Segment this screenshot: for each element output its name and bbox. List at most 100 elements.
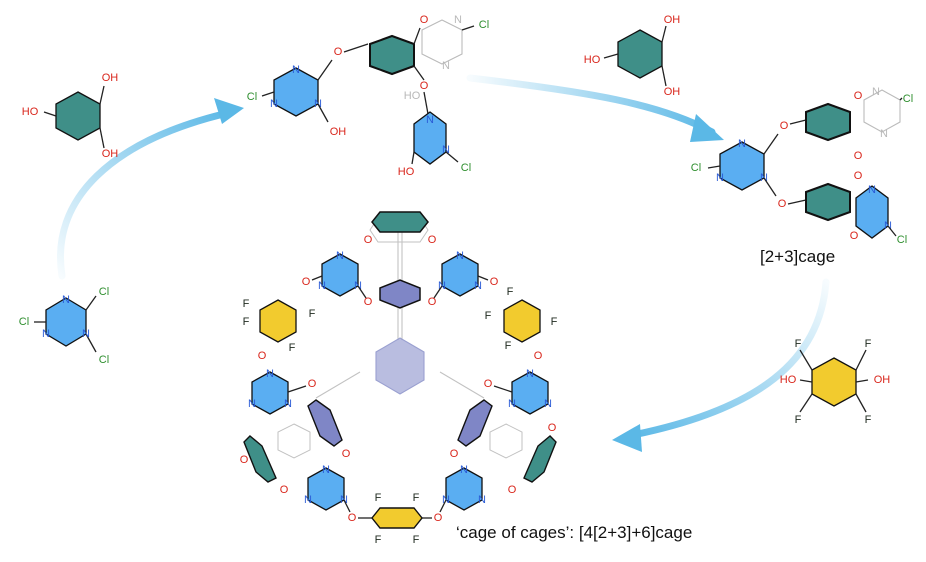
o-label: O	[240, 454, 249, 466]
cl-label: Cl	[479, 19, 489, 31]
f-label: F	[485, 310, 492, 322]
n-label: N	[270, 98, 278, 110]
arrow-bottom-curve	[612, 278, 830, 452]
f-label: F	[865, 338, 872, 350]
o-label: O	[334, 46, 343, 58]
cage-of-cages-molecule: O O N N N O O N N N O O F F F F O F F F …	[240, 211, 558, 546]
n-label: N	[760, 172, 768, 184]
cage-label: [2+3]cage	[760, 247, 835, 266]
tetrafluorohydroquinone-molecule: HO OH F F F F	[780, 338, 891, 426]
n-label: N	[442, 494, 450, 506]
phloroglucinol-molecule-right: OH HO OH	[584, 14, 681, 98]
n-label: N	[442, 60, 450, 72]
n-label: N	[438, 280, 446, 292]
o-label: O	[348, 512, 357, 524]
o-label: O	[420, 80, 429, 92]
ho-label: HO	[404, 90, 421, 102]
n-label: N	[426, 114, 434, 126]
o-label: O	[548, 422, 557, 434]
f-label: F	[795, 414, 802, 426]
oh-label: OH	[102, 148, 119, 160]
n-label: N	[314, 98, 322, 110]
o-label: O	[780, 120, 789, 132]
n-label: N	[474, 280, 482, 292]
cl-label: Cl	[903, 93, 913, 105]
cl-label: Cl	[99, 286, 109, 298]
o-label: O	[854, 90, 863, 102]
oh-label: OH	[874, 374, 891, 386]
o-label: O	[364, 234, 373, 246]
n-label: N	[354, 280, 362, 292]
cage-of-cages-label: ‘cage of cages’: [4[2+3]+6]cage	[456, 523, 692, 542]
n-label: N	[884, 220, 892, 232]
o-label: O	[434, 512, 443, 524]
n-label: N	[460, 464, 468, 476]
cage-2-3-molecule: N N N Cl O O O O O O N N Cl N N Cl	[691, 86, 913, 246]
n-label: N	[322, 464, 330, 476]
arrow-left-curve	[57, 98, 244, 280]
o-label: O	[450, 448, 459, 460]
n-label: N	[456, 250, 464, 262]
n-label: N	[340, 494, 348, 506]
f-label: F	[243, 298, 250, 310]
n-label: N	[454, 14, 462, 26]
n-label: N	[738, 138, 746, 150]
arrow-top-curve	[466, 74, 724, 142]
cl-label: Cl	[247, 91, 257, 103]
f-label: F	[865, 414, 872, 426]
n-label: N	[336, 250, 344, 262]
n-label: N	[318, 280, 326, 292]
o-label: O	[258, 350, 267, 362]
o-label: O	[490, 276, 499, 288]
n-label: N	[284, 398, 292, 410]
o-label: O	[778, 198, 787, 210]
n-label: N	[266, 368, 274, 380]
cl-label: Cl	[691, 162, 701, 174]
o-label: O	[364, 296, 373, 308]
intermediate-molecule: N N N Cl OH O O N N Cl HO O N N Cl HO	[247, 14, 489, 178]
n-label: N	[716, 172, 724, 184]
n-label: N	[872, 86, 880, 98]
n-label: N	[880, 128, 888, 140]
n-label: N	[868, 184, 876, 196]
cl-label: Cl	[897, 234, 907, 246]
f-label: F	[413, 534, 420, 546]
o-label: O	[854, 170, 863, 182]
o-label: O	[854, 150, 863, 162]
n-label: N	[442, 144, 450, 156]
f-label: F	[413, 492, 420, 504]
n-label: N	[508, 398, 516, 410]
o-label: O	[428, 234, 437, 246]
n-label: N	[292, 64, 300, 76]
o-label: O	[302, 276, 311, 288]
n-label: N	[62, 294, 70, 306]
f-label: F	[375, 534, 382, 546]
o-label: O	[534, 350, 543, 362]
cl-label: Cl	[99, 354, 109, 366]
n-label: N	[526, 368, 534, 380]
n-label: N	[478, 494, 486, 506]
n-label: N	[544, 398, 552, 410]
cl-label: Cl	[461, 162, 471, 174]
f-label: F	[309, 308, 316, 320]
f-label: F	[795, 338, 802, 350]
o-label: O	[484, 378, 493, 390]
phloroglucinol-molecule-left: OH HO OH	[22, 72, 119, 160]
f-label: F	[551, 316, 558, 328]
n-label: N	[42, 328, 50, 340]
cl-label: Cl	[19, 316, 29, 328]
n-label: N	[304, 494, 312, 506]
o-label: O	[280, 484, 289, 496]
ho-label: HO	[398, 166, 415, 178]
ho-label: HO	[584, 54, 601, 66]
o-label: O	[850, 230, 859, 242]
oh-label: OH	[664, 86, 681, 98]
f-label: F	[243, 316, 250, 328]
ho-label: HO	[22, 106, 39, 118]
f-label: F	[375, 492, 382, 504]
o-label: O	[420, 14, 429, 26]
f-label: F	[507, 286, 514, 298]
oh-label: OH	[664, 14, 681, 26]
oh-label: OH	[330, 126, 347, 138]
